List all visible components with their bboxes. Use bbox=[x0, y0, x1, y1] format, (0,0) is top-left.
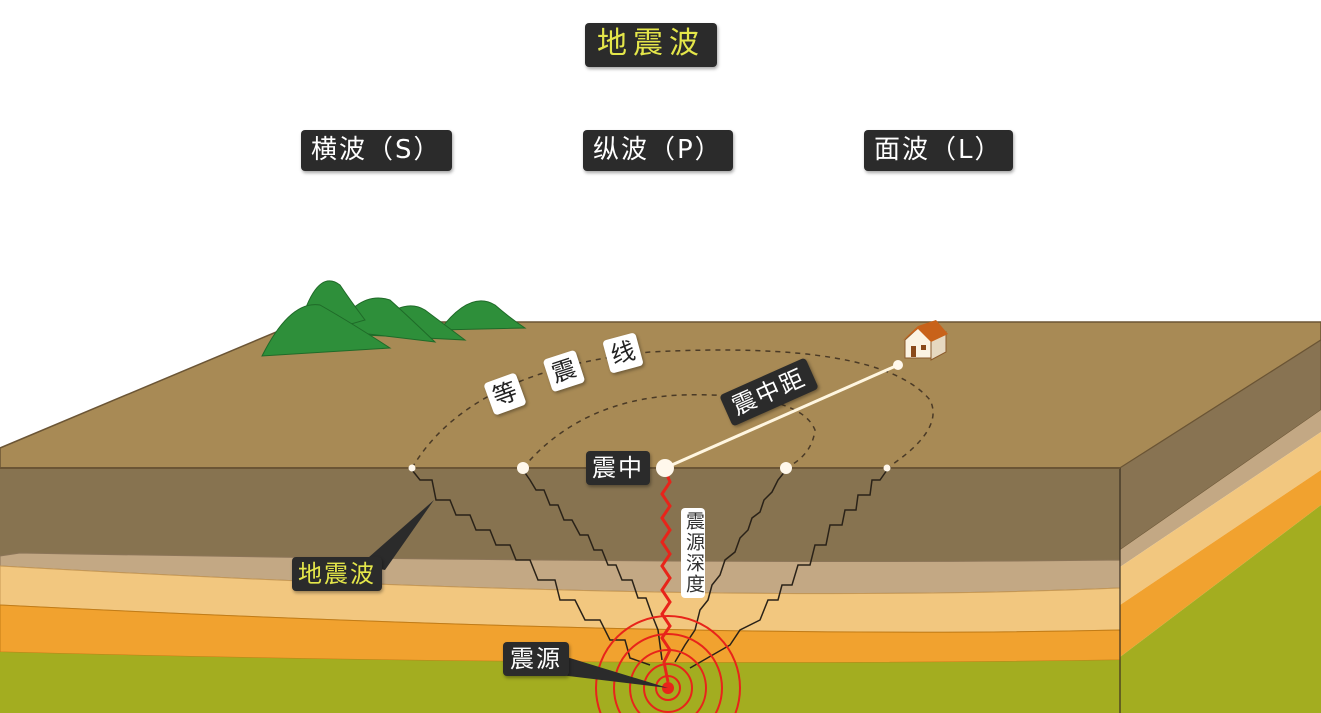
mountains bbox=[261, 280, 527, 357]
side-sand bbox=[1120, 432, 1321, 605]
isoseismal-outer bbox=[411, 349, 934, 469]
side-green bbox=[1120, 505, 1321, 713]
focus-rings bbox=[595, 615, 741, 713]
ground-surface bbox=[0, 321, 1321, 469]
layer-sediment bbox=[0, 468, 1120, 562]
focus-pointer bbox=[560, 655, 668, 688]
focus-label: 震源 bbox=[503, 642, 569, 676]
surface-point-4 bbox=[883, 464, 891, 472]
surface-point-2 bbox=[517, 462, 529, 474]
focal-depth-line bbox=[660, 469, 672, 683]
side-orange bbox=[1120, 470, 1321, 657]
page-title: 地震波 bbox=[585, 23, 717, 67]
focal-depth-label: 震源深度 bbox=[681, 508, 705, 598]
surface-point-1 bbox=[408, 464, 416, 472]
epicenter-point bbox=[656, 459, 674, 477]
wave-type-p[interactable]: 纵波（P） bbox=[583, 130, 733, 171]
wave-type-l[interactable]: 面波（L） bbox=[864, 130, 1013, 171]
seismic-wave-paths bbox=[411, 469, 888, 669]
surface-point-3 bbox=[780, 462, 792, 474]
layer-green bbox=[0, 652, 1120, 713]
seismic-wave-label: 地震波 bbox=[292, 557, 382, 591]
epicenter-label: 震中 bbox=[586, 451, 650, 485]
side-gray bbox=[1120, 410, 1321, 567]
isoseismal-inner bbox=[522, 394, 816, 469]
house-icon bbox=[902, 320, 948, 361]
house-point bbox=[893, 360, 903, 370]
epicentral-distance-line bbox=[664, 363, 899, 470]
seismic-wave-pointer bbox=[360, 500, 434, 570]
wave-type-s[interactable]: 横波（S） bbox=[301, 130, 452, 171]
